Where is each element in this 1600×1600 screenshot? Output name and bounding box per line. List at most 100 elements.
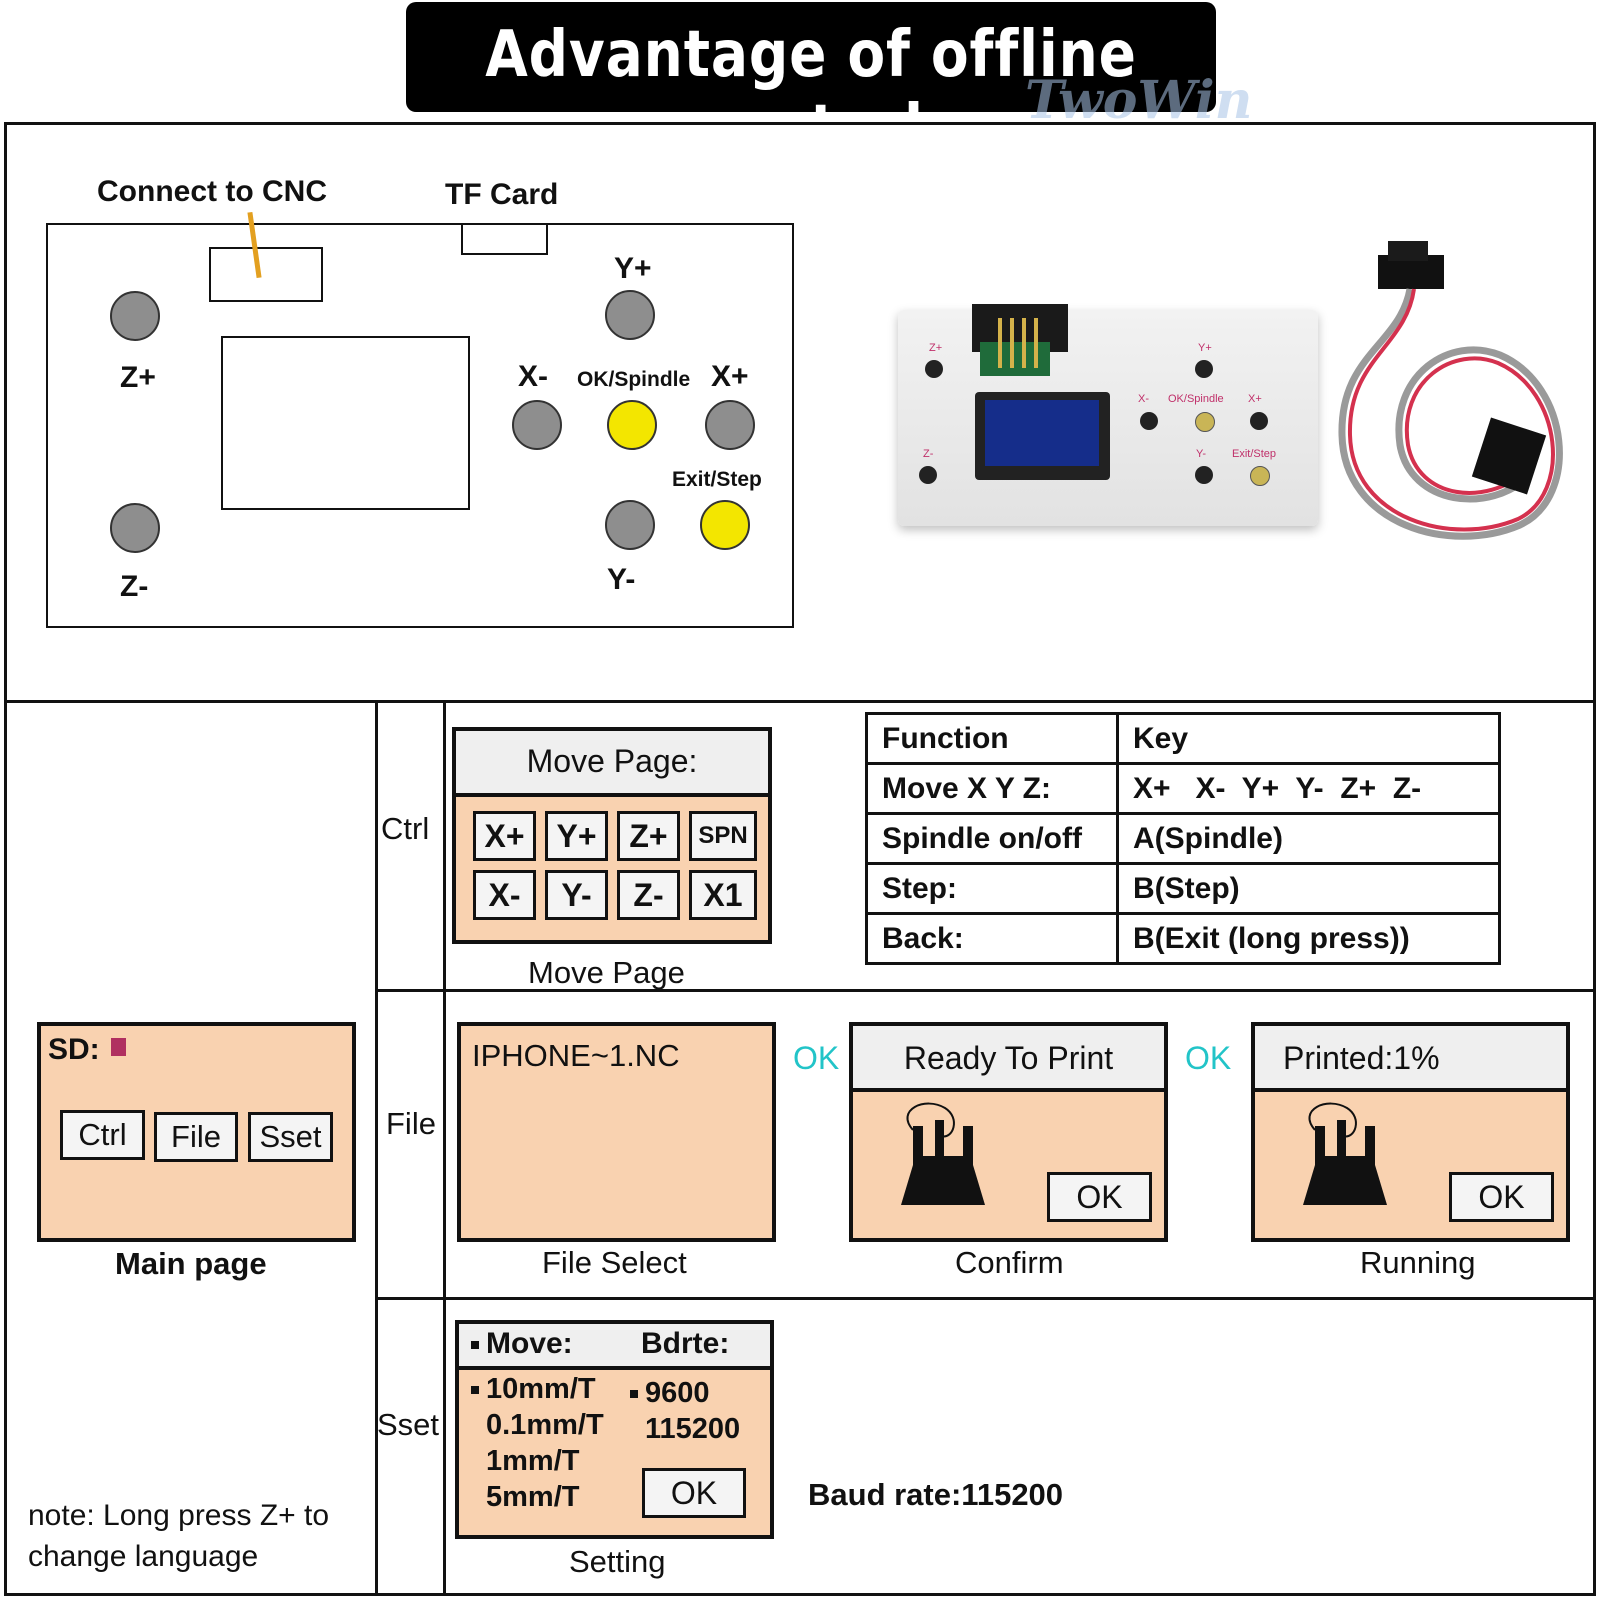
key-x-plus[interactable]: X+ [473,811,536,861]
photo-ok-spindle-key [1195,412,1215,432]
table-cell-key: X+ X- Y+ Y- Z+ Z- [1116,762,1501,815]
key-z-minus[interactable]: Z- [617,870,680,920]
key-y-plus[interactable]: Y+ [545,811,608,861]
move-option-1mm[interactable]: 1mm/T [486,1445,580,1477]
tf-card-slot [461,223,548,255]
move-option-0-1mm[interactable]: 0.1mm/T [486,1409,604,1441]
row-label-sset: Sset [377,1407,440,1442]
table-header-key: Key [1116,712,1501,765]
setting-caption: Setting [569,1544,666,1579]
language-note: note: Long press Z+ to change language [28,1499,330,1573]
photo-z-minus-label: Z- [923,448,934,460]
photo-y-plus-label: Y+ [1198,342,1212,354]
running-caption: Running [1360,1245,1476,1280]
move-option-5mm[interactable]: 5mm/T [486,1481,580,1513]
running-ok-button[interactable]: OK [1449,1172,1554,1222]
brand-watermark: TwoWin [1025,70,1253,131]
setting-bdrte-label: Bdrte: [641,1327,730,1360]
photo-exit-step-key [1250,466,1270,486]
x-plus-label: X+ [711,360,749,393]
flow-ok-arrow-1: OK [793,1040,840,1076]
row-label-ctrl: Ctrl [381,811,430,846]
move-option-10mm[interactable]: 10mm/T [486,1373,596,1405]
photo-pins [998,318,1038,368]
page-title: Advantage of offline control [485,18,1137,166]
z-minus-label: Z- [120,570,149,603]
photo-lcd-display [985,400,1099,466]
move-selected-marker [471,1341,479,1349]
photo-x-plus-label: X+ [1248,393,1262,405]
controller-board-diagram [46,223,794,628]
setting-header [459,1324,770,1370]
column-divider-labels [443,700,446,1596]
table-row: Spindle on/off A(Spindle) [865,812,1501,865]
table-cell-function: Move X Y Z: [865,762,1119,815]
photo-y-plus-key [1195,360,1213,378]
exit-step-label: Exit/Step [672,468,762,491]
y-minus-key[interactable] [605,500,655,550]
ok-spindle-key[interactable] [607,400,657,450]
row-label-file: File [386,1106,436,1141]
baud-option-9600[interactable]: 9600 [645,1377,710,1409]
y-plus-label: Y+ [614,252,652,285]
table-header-function: Function [865,712,1119,765]
photo-y-minus-label: Y- [1196,448,1206,460]
photo-x-minus-label: X- [1138,393,1149,405]
print-head-running-icon [1303,1102,1387,1205]
setting-move-label: Move: [486,1327,573,1360]
photo-y-minus-key [1195,466,1213,484]
table-cell-key: A(Spindle) [1116,812,1501,865]
table-cell-function: Spindle on/off [865,812,1119,865]
exit-step-key[interactable] [700,500,750,550]
move-page-header: Move Page: [456,731,768,797]
table-cell-function: Step: [865,862,1119,915]
row-divider-ctrl-file [375,989,1596,992]
z-minus-key[interactable] [110,503,160,553]
x-minus-label: X- [518,360,548,393]
table-row: Move X Y Z: X+ X- Y+ Y- Z+ Z- [865,762,1501,815]
table-cell-key: B(Step) [1116,862,1501,915]
table-row: Step: B(Step) [865,862,1501,915]
z-plus-key[interactable] [110,291,160,341]
photo-z-minus-key [919,466,937,484]
column-divider-left [375,700,378,1596]
confirm-ok-button[interactable]: OK [1047,1172,1152,1222]
photo-x-minus-key [1140,412,1158,430]
key-z-plus[interactable]: Z+ [617,811,680,861]
sd-card-indicator [111,1038,126,1056]
main-sset-button[interactable]: Sset [248,1112,333,1162]
running-header: Printed:1% [1255,1026,1566,1092]
table-header-row: Function Key [865,712,1501,765]
key-spindle[interactable]: SPN [689,811,757,861]
y-plus-key[interactable] [605,290,655,340]
table-cell-function: Back: [865,912,1119,965]
table-cell-key: B(Exit (long press)) [1116,912,1501,965]
section-divider-top [4,700,1596,703]
function-key-table: Function Key Move X Y Z: X+ X- Y+ Y- Z+ … [865,712,1501,965]
confirm-header: Ready To Print [853,1026,1164,1092]
x-minus-key[interactable] [512,400,562,450]
flow-ok-arrow-2: OK [1185,1040,1232,1076]
confirm-caption: Confirm [955,1245,1064,1280]
print-head-icon [901,1102,985,1205]
ok-spindle-label: OK/Spindle [577,368,691,391]
file-select-lcd [457,1022,776,1242]
main-page-caption: Main page [115,1246,267,1281]
baud-option-115200[interactable]: 115200 [645,1413,741,1445]
connect-to-cnc-label: Connect to CNC [97,175,327,208]
key-step-x1[interactable]: X1 [689,870,757,920]
key-y-minus[interactable]: Y- [545,870,608,920]
lcd-screen-outline [221,336,470,510]
selected-file-name[interactable]: IPHONE~1.NC [472,1038,680,1073]
file-select-caption: File Select [542,1245,687,1280]
photo-exit-step-label: Exit/Step [1232,448,1277,460]
setting-ok-button[interactable]: OK [642,1468,746,1518]
baud-option-marker [630,1390,638,1398]
main-ctrl-button[interactable]: Ctrl [60,1110,145,1160]
main-file-button[interactable]: File [154,1112,238,1162]
x-plus-key[interactable] [705,400,755,450]
photo-z-plus-key [925,360,943,378]
ribbon-cable-photo [1338,241,1563,540]
key-x-minus[interactable]: X- [473,870,536,920]
title-banner [406,2,1216,112]
